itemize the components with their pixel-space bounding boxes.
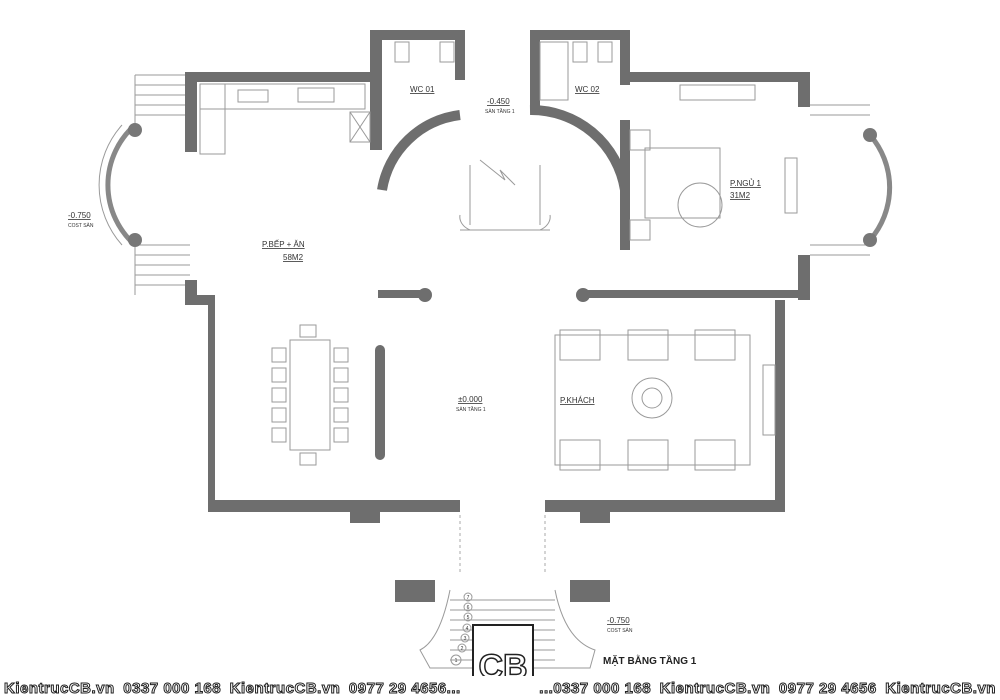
kitchen-counter xyxy=(199,83,371,155)
level-stair-sub: SÀN TẦNG 1 xyxy=(485,108,515,115)
main-staircase xyxy=(377,104,630,231)
level-main-sub: SÀN TẦNG 1 xyxy=(456,406,486,413)
right-bay-window xyxy=(810,104,893,256)
wc-fixtures xyxy=(394,41,613,101)
room-label-living: P.KHÁCH xyxy=(560,396,595,405)
footer-text: KientrucCB.vn xyxy=(4,679,115,697)
floor-plan: 1 2 3 4 5 6 7 CB WC 01 WC 02 -0.450 SÀN … xyxy=(68,30,893,676)
left-terrace-steps xyxy=(98,74,190,295)
column xyxy=(863,128,877,142)
step-numbers: 1 2 3 4 5 6 7 xyxy=(450,592,473,666)
footer-text: ...0337 000 168 xyxy=(539,679,652,697)
step-number: 7 xyxy=(467,595,470,601)
column xyxy=(128,123,142,137)
step-number: 2 xyxy=(461,646,464,652)
footer-text: 0337 000 168 xyxy=(123,679,222,697)
bed xyxy=(629,84,798,241)
living-room-furniture xyxy=(554,329,776,471)
level-stair: -0.450 xyxy=(487,97,510,106)
level-front: -0.750 xyxy=(607,616,630,625)
room-label-kitchen: P.BẾP + ĂN xyxy=(262,239,305,249)
level-main: ±0.000 xyxy=(458,395,483,404)
footer-text: 0977 29 4656... xyxy=(348,679,461,697)
level-left-sub: COST SÀN xyxy=(68,222,94,229)
walls xyxy=(185,30,810,602)
footer-text: KientrucCB.vn xyxy=(885,679,996,697)
level-front-sub: COST SÀN xyxy=(607,627,633,634)
drawing-title: MẶT BẰNG TẦNG 1 xyxy=(603,654,697,667)
step-number: 1 xyxy=(455,658,458,664)
footer-text: 0977 29 4656 xyxy=(778,679,877,697)
watermark-footer: KientrucCB.vn 0337 000 168 KientrucCB.vn… xyxy=(0,676,1000,700)
room-area-kitchen: 58M2 xyxy=(283,253,304,262)
column xyxy=(576,288,590,302)
footer-text: KientrucCB.vn xyxy=(229,679,341,697)
level-left: -0.750 xyxy=(68,211,91,220)
step-number: 6 xyxy=(467,605,470,611)
room-label-wc01: WC 01 xyxy=(410,85,435,94)
footer-text: KientrucCB.vn xyxy=(659,679,771,697)
svg-text:CB: CB xyxy=(478,648,527,676)
step-number: 4 xyxy=(466,626,469,632)
room-label-wc02: WC 02 xyxy=(575,85,600,94)
step-number: 3 xyxy=(464,636,467,642)
cb-logo: CB xyxy=(472,624,534,676)
step-number: 5 xyxy=(467,615,470,621)
room-area-bedroom: 31M2 xyxy=(730,191,751,200)
column xyxy=(418,288,432,302)
room-label-bedroom: P.NGỦ 1 xyxy=(730,179,762,188)
column xyxy=(128,233,142,247)
dining-table xyxy=(271,324,349,466)
column xyxy=(863,233,877,247)
